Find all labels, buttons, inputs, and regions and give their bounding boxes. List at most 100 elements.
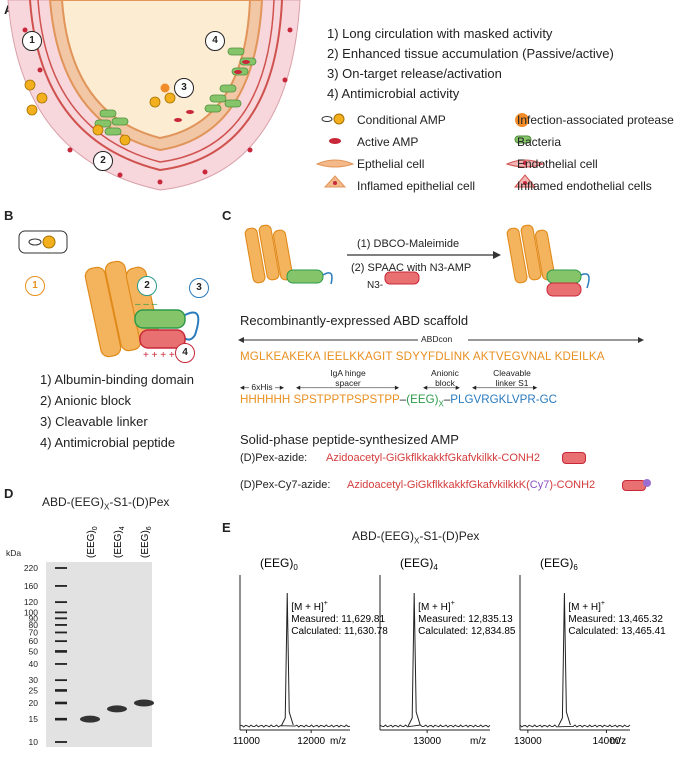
panel-label-e: E xyxy=(222,520,231,535)
bacteria-icon xyxy=(514,135,532,144)
spectrum-peak xyxy=(407,592,421,727)
legend-icons xyxy=(315,113,545,188)
x-tick-label: 12000 xyxy=(297,736,325,747)
panel-label-b: B xyxy=(4,208,14,223)
ladder-band xyxy=(55,701,67,705)
ladder-band xyxy=(55,717,67,721)
gel-title: ABD-(EEG)X-S1-(D)Pex xyxy=(42,495,170,512)
pex-cy7-sequence: Azidoacetyl-GiGkflkkakkfGkafvkilkkK(Cy7)… xyxy=(347,479,596,491)
spectrum-peak xyxy=(557,592,571,727)
ladder-label: 20 xyxy=(29,698,39,708)
step-4-badge: 4 xyxy=(205,31,225,51)
ladder-band xyxy=(55,650,67,653)
x-unit-label: m/z xyxy=(610,736,626,747)
spectrum-peak xyxy=(280,592,294,727)
step-1-text: 1) Long circulation with masked activity xyxy=(327,26,553,41)
step-1-badge: 1 xyxy=(22,31,42,51)
ladder-band xyxy=(55,679,67,682)
measured-mass: Measured: 12,835.13 xyxy=(418,614,513,625)
pex-azide-label: (D)Pex-azide: xyxy=(240,452,308,464)
lane-label: (EEG)6 xyxy=(140,526,153,558)
legend-active-amp: Active AMP xyxy=(357,135,419,149)
ladder-band xyxy=(55,601,67,604)
protein-band xyxy=(80,715,100,723)
spectrum-baseline xyxy=(239,724,351,728)
ladder-band xyxy=(55,624,67,626)
conditional-amp-icon xyxy=(321,113,345,125)
ladder-label: 220 xyxy=(24,563,38,573)
gel-image: (EEG)0(EEG)4(EEG)6 220160120100908070605… xyxy=(24,526,154,747)
pex-azide-sequence: Azidoacetyl-GiGkflkkakkfGkafvkilkk-CONH2 xyxy=(326,452,540,464)
abd-sequence: MGLKEAKEKA IEELKKAGIT SDYYFDLINK AKTVEGV… xyxy=(240,350,605,363)
reaction-step-2: (2) SPAAC with N3-AMP xyxy=(351,262,472,274)
mh-label: [M + H]+ xyxy=(418,600,455,613)
anionic-badge: 2 xyxy=(137,276,157,296)
active-amp-icon xyxy=(329,138,341,144)
protein-band xyxy=(134,699,154,707)
spectrum-label: (EEG)0 xyxy=(260,556,298,572)
ladder-label: 50 xyxy=(29,646,39,656)
panel-label-c: C xyxy=(222,208,232,223)
spectrum-baseline xyxy=(379,724,491,728)
b-item-2: 2) Anionic block xyxy=(40,393,132,408)
spectrum-baseline xyxy=(519,724,631,728)
ladder-label: 15 xyxy=(29,714,39,724)
ladder-band xyxy=(55,631,67,634)
scaffold-title: Recombinantly-expressed ABD scaffold xyxy=(240,313,469,328)
ladder-label: 120 xyxy=(24,597,38,607)
svg-text:– – –: – – – xyxy=(135,299,158,310)
linker-badge: 3 xyxy=(189,278,209,298)
ladder-band xyxy=(55,640,67,643)
ladder-label: 160 xyxy=(24,581,38,591)
abdcon-label: ABDcon xyxy=(421,334,453,344)
n3-label: N3- xyxy=(367,280,384,291)
endothelial-cell-icon xyxy=(505,159,545,168)
b-item-4: 4) Antimicrobial peptide xyxy=(40,435,176,450)
amp-block-icon xyxy=(562,452,586,464)
lane-label: (EEG)4 xyxy=(113,526,126,558)
lane-label: (EEG)0 xyxy=(86,526,99,558)
his-label: ◂– 6xHis –▸ xyxy=(240,382,284,392)
cy7-dye-icon xyxy=(643,479,651,487)
step-3-badge: 3 xyxy=(174,78,194,98)
anionic-arrow: ◂––––––▸ xyxy=(423,382,460,392)
legend-inflamed-epithelial: Inflamed epithelial cell xyxy=(357,179,476,193)
x-unit-label: m/z xyxy=(470,736,486,747)
step-2-badge: 2 xyxy=(93,151,113,171)
ladder-label: 80 xyxy=(29,620,39,630)
iga-arrow: ◂––––––––––––––––––––▸ xyxy=(296,382,400,392)
reaction-step-1: (1) DBCO-Maleimide xyxy=(357,238,460,250)
ladder-label: 40 xyxy=(29,659,39,669)
inflamed-epithelial-cell-icon xyxy=(323,175,347,188)
svg-text:+ + + +: + + + + xyxy=(143,350,175,361)
step-3-text: 3) On-target release/activation xyxy=(327,66,502,81)
ladder-band xyxy=(55,611,67,614)
measured-mass: Measured: 11,629.81 xyxy=(291,614,385,625)
x-tick-label: 11000 xyxy=(233,736,261,747)
ladder-band xyxy=(55,567,67,569)
inflamed-endothelial-cell-icon xyxy=(513,174,537,188)
ladder-label: 90 xyxy=(29,613,39,623)
calculated-mass: Calculated: 12,834.85 xyxy=(418,626,516,637)
ms-spectra: (EEG)0 [M + H]+ Measured: 11,629.81Calcula… xyxy=(233,556,666,747)
x-tick-label: 13000 xyxy=(413,736,441,747)
measured-mass: Measured: 13,465.32 xyxy=(568,614,663,625)
pex-cy7-label: (D)Pex-Cy7-azide: xyxy=(240,479,331,491)
legend-endothelial-cell: Endothelial cell xyxy=(517,157,598,171)
ms-title: ABD-(EEG)X-S1-(D)Pex xyxy=(352,529,480,546)
ladder-band xyxy=(55,689,67,692)
step-2-text: 2) Enhanced tissue accumulation (Passive… xyxy=(327,46,614,61)
amp-badge: 4 xyxy=(175,343,195,363)
ladder-label: 10 xyxy=(29,737,39,747)
ladder-label: 100 xyxy=(24,607,38,617)
mh-label: [M + H]+ xyxy=(568,600,605,613)
b-item-3: 3) Cleavable linker xyxy=(40,414,148,429)
b-item-1: 1) Albumin-binding domain xyxy=(40,372,194,387)
panel-b-illustration: – – – + + + + xyxy=(18,230,200,361)
legend-conditional-amp: Conditional AMP xyxy=(357,113,446,127)
panel-label-d: D xyxy=(4,486,14,501)
ladder-band xyxy=(55,585,67,587)
spectrum-label: (EEG)6 xyxy=(540,556,578,572)
